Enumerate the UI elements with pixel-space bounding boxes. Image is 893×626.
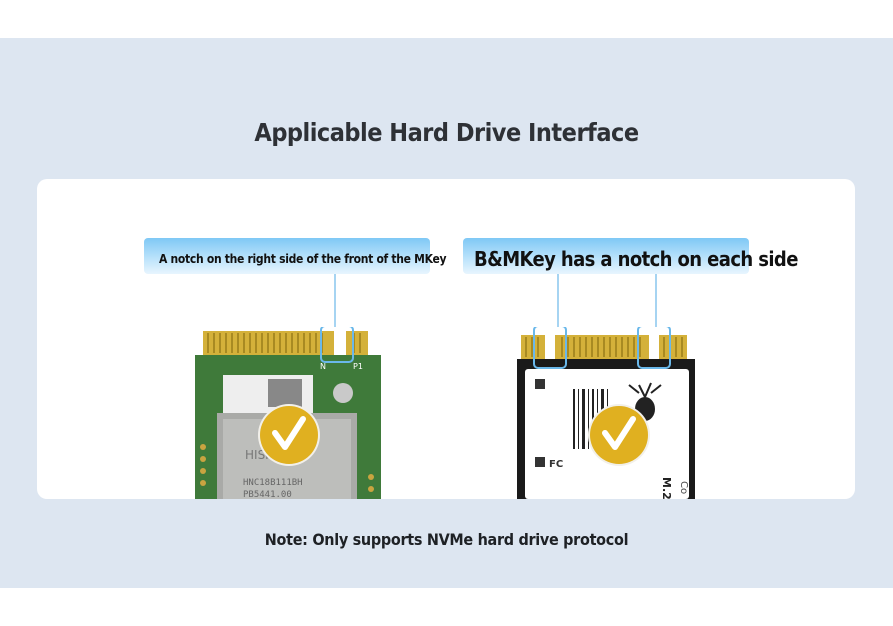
m-key-drive-image: HISILICON HNC18B111BH PB5441.00 N P1 <box>195 327 381 499</box>
protocol-note: Note: Only supports NVMe hard drive prot… <box>264 530 629 549</box>
right-label-banner <box>463 238 749 274</box>
left-drive-label: A notch on the right side of the front o… <box>159 252 447 266</box>
right-drive-label: B&MKey has a notch on each side <box>474 247 798 271</box>
svg-text:FC: FC <box>549 459 563 470</box>
svg-text:PB5441.00: PB5441.00 <box>243 490 292 499</box>
svg-text:N: N <box>320 362 326 371</box>
check-badge-icon <box>258 404 320 466</box>
comparison-card: A notch on the right side of the front o… <box>37 179 855 499</box>
svg-text:M.2 N: M.2 N <box>660 477 673 499</box>
bm-key-drive-image: FC M.2 N Co <box>517 327 695 499</box>
svg-text:HNC18B111BH: HNC18B111BH <box>243 478 303 488</box>
svg-text:P1: P1 <box>353 362 363 371</box>
left-label-banner <box>144 238 430 274</box>
svg-text:Co: Co <box>678 481 689 494</box>
page-title: Applicable Hard Drive Interface <box>254 118 639 147</box>
callout-lines <box>334 274 657 327</box>
check-badge-icon <box>588 404 650 466</box>
